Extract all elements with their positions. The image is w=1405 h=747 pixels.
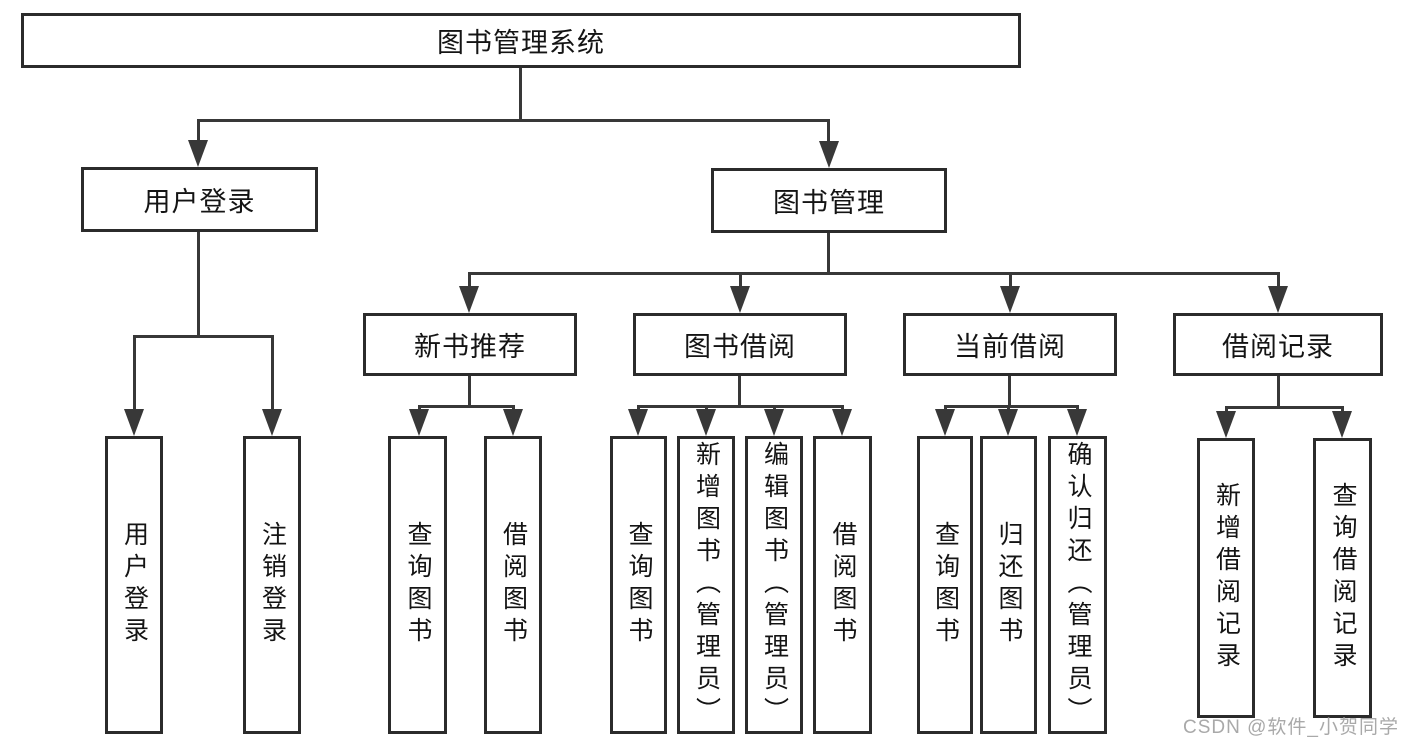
arrowhead-borrow-records xyxy=(1268,286,1288,313)
leaf-edit-books-admin: 编辑图书（管理员） xyxy=(745,436,803,734)
connector-user-stem xyxy=(197,232,200,335)
leaf-confirm-return-admin-label: 确认归还（管理员） xyxy=(1064,441,1092,729)
connector-book-stem xyxy=(827,233,830,272)
arrowhead-br-leaf2 xyxy=(1332,411,1352,438)
node-user-login: 用户登录 xyxy=(81,167,318,232)
node-current-borrow: 当前借阅 xyxy=(903,313,1117,376)
arrowhead-user-login xyxy=(188,140,208,167)
connector-book-borrow-stem xyxy=(738,376,741,405)
leaf-query-borrow-record-label: 查询借阅记录 xyxy=(1329,482,1357,674)
leaf-query-books-2-label: 查询图书 xyxy=(625,521,653,649)
node-book-borrow: 图书借阅 xyxy=(633,313,847,376)
connector-current-borrow-stem xyxy=(1008,376,1011,405)
leaf-query-books-3-label: 查询图书 xyxy=(931,521,960,649)
leaf-user-login: 用户登录 xyxy=(105,436,163,734)
connector-borrow-records-stem xyxy=(1277,376,1280,406)
leaf-borrow-books-2-label: 借阅图书 xyxy=(829,521,857,649)
node-new-books: 新书推荐 xyxy=(363,313,577,376)
leaf-query-books-2: 查询图书 xyxy=(610,436,667,734)
arrowhead-cb-leaf2 xyxy=(998,409,1018,436)
arrowhead-new-books xyxy=(459,286,479,313)
leaf-borrow-books-1-label: 借阅图书 xyxy=(499,521,528,649)
arrowhead-nb-leaf1 xyxy=(409,409,429,436)
node-book-mgmt: 图书管理 xyxy=(711,168,947,233)
leaf-borrow-books-1: 借阅图书 xyxy=(484,436,542,734)
connector-new-books-drop xyxy=(468,272,471,288)
node-new-books-label: 新书推荐 xyxy=(414,332,526,362)
leaf-add-books-admin: 新增图书（管理员） xyxy=(677,436,735,734)
arrowhead-nb-leaf2 xyxy=(503,409,523,436)
node-current-borrow-label: 当前借阅 xyxy=(954,332,1066,362)
connector-new-books-rail xyxy=(419,405,514,408)
leaf-logout: 注销登录 xyxy=(243,436,301,734)
connector-user-login-drop xyxy=(197,119,200,143)
connector-book-borrow-drop xyxy=(739,272,742,288)
leaf-edit-books-admin-label: 编辑图书（管理员） xyxy=(760,441,789,729)
arrowhead-cb-leaf3 xyxy=(1067,409,1087,436)
connector-book-mgmt-drop xyxy=(827,119,830,143)
connector-leaf-login-drop xyxy=(133,335,136,411)
leaf-query-books-1-label: 查询图书 xyxy=(404,521,432,649)
leaf-add-borrow-record-label: 新增借阅记录 xyxy=(1212,482,1241,674)
leaf-return-books-label: 归还图书 xyxy=(995,521,1023,649)
leaf-add-books-admin-label: 新增图书（管理员） xyxy=(692,441,721,729)
node-book-mgmt-label: 图书管理 xyxy=(773,188,885,218)
connector-leaf-logout-drop xyxy=(271,335,274,411)
connector-current-borrow-drop xyxy=(1009,272,1012,288)
leaf-borrow-books-2: 借阅图书 xyxy=(813,436,872,734)
node-user-login-label: 用户登录 xyxy=(143,187,256,217)
node-borrow-records: 借阅记录 xyxy=(1173,313,1383,376)
connector-user-rail xyxy=(134,335,274,338)
connector-borrow-records-rail xyxy=(1226,406,1343,409)
arrowhead-book-mgmt xyxy=(819,141,839,168)
arrowhead-leaf-login xyxy=(124,409,144,436)
node-book-borrow-label: 图书借阅 xyxy=(684,332,796,362)
arrowhead-book-borrow xyxy=(730,286,750,313)
connector-book-borrow-rail xyxy=(638,405,843,408)
arrowhead-leaf-logout xyxy=(262,409,282,436)
leaf-query-books-3: 查询图书 xyxy=(917,436,973,734)
leaf-logout-label: 注销登录 xyxy=(258,521,287,649)
arrowhead-cb-leaf1 xyxy=(935,409,955,436)
connector-current-borrow-rail xyxy=(945,405,1078,408)
leaf-return-books: 归还图书 xyxy=(980,436,1037,734)
leaf-user-login-label: 用户登录 xyxy=(120,521,149,649)
connector-root-stem xyxy=(519,68,522,121)
arrowhead-bb-leaf4 xyxy=(832,409,852,436)
watermark: CSDN @软件_小贺同学 xyxy=(1183,717,1399,738)
leaf-add-borrow-record: 新增借阅记录 xyxy=(1197,438,1255,718)
arrowhead-current-borrow xyxy=(1000,286,1020,313)
connector-level2-rail xyxy=(198,119,830,122)
connector-level3-rail xyxy=(468,272,1280,275)
leaf-query-books-1: 查询图书 xyxy=(388,436,447,734)
leaf-query-borrow-record: 查询借阅记录 xyxy=(1313,438,1372,718)
arrowhead-bb-leaf2 xyxy=(696,409,716,436)
arrowhead-bb-leaf3 xyxy=(764,409,784,436)
arrowhead-bb-leaf1 xyxy=(628,409,648,436)
connector-br-leaf2-drop xyxy=(1341,406,1344,414)
leaf-confirm-return-admin: 确认归还（管理员） xyxy=(1048,436,1107,734)
connector-borrow-records-drop xyxy=(1277,272,1280,288)
arrowhead-br-leaf1 xyxy=(1216,411,1236,438)
connector-new-books-stem xyxy=(468,376,471,406)
node-library-system: 图书管理系统 xyxy=(21,13,1021,68)
node-borrow-records-label: 借阅记录 xyxy=(1222,332,1334,362)
node-library-system-label: 图书管理系统 xyxy=(437,28,605,58)
connector-br-leaf1-drop xyxy=(1225,406,1228,414)
